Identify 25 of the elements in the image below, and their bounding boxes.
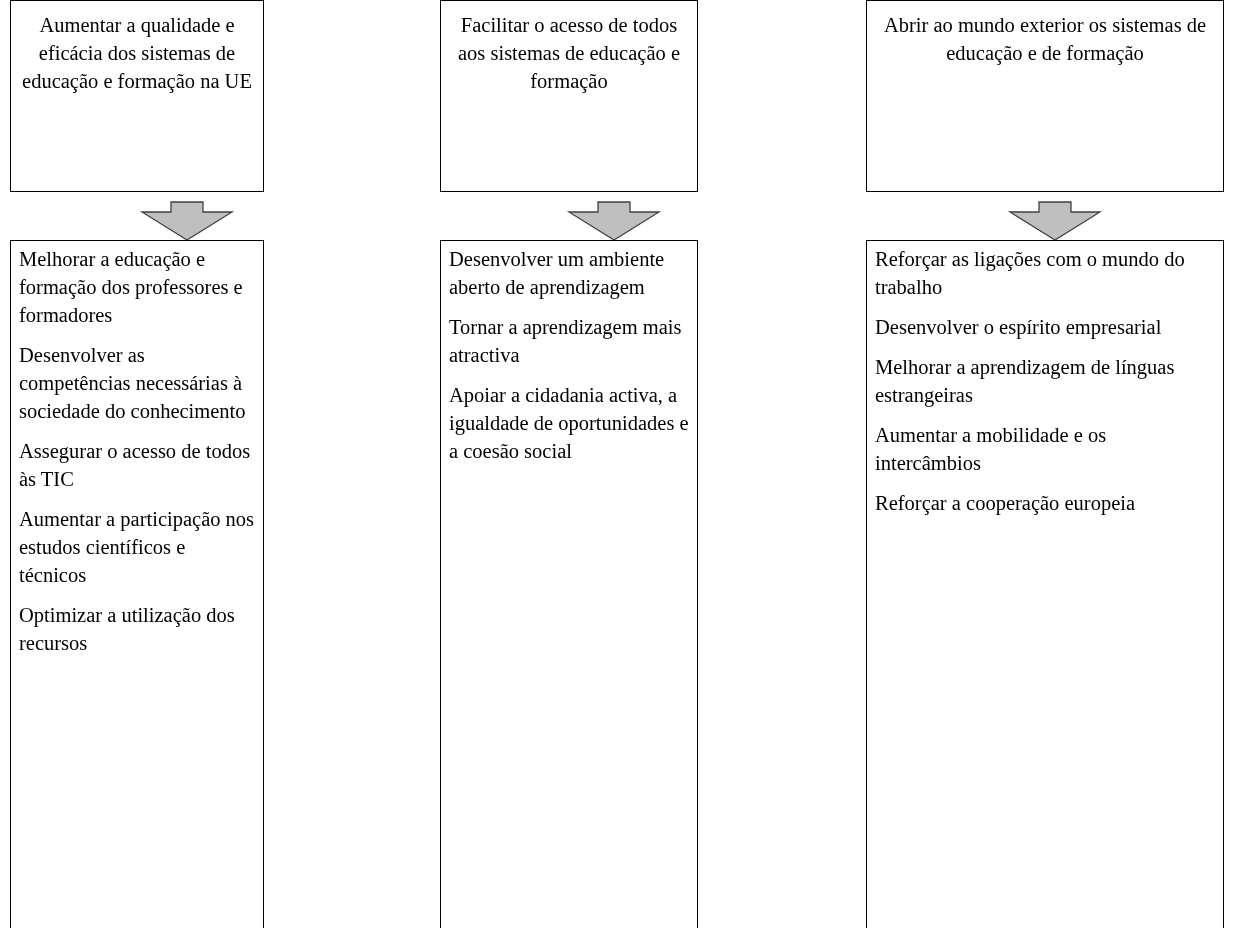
block-arrow [1007,201,1103,241]
action-list-box [440,240,698,928]
action-text: Apoiar a cidadania activa, a igualdade de oportunidades e a coesão social [449,383,689,464]
action-text: Desenvolver o espírito empresarial [875,315,1163,341]
action-text: Optimizar a utilização dos recursos [19,603,236,656]
action-text: Melhorar a educação e formação dos professores e formadores [19,247,244,328]
block-arrow [566,201,662,241]
objective-text: Abrir ao mundo exterior os sistemas de educação e de formação [883,14,1207,64]
action-text: Reforçar as ligações com o mundo do trabalho [875,247,1186,300]
objective-box [10,0,264,192]
action-text: Tornar a aprendizagem mais atractiva [449,315,683,368]
objective-box [866,0,1224,192]
action-text: Melhorar a aprendizagem de línguas estrangeiras [875,355,1176,409]
action-text: Aumentar a participação nos estudos científicos e técnicos [19,507,255,588]
block-arrow [139,201,235,241]
action-text: Assegurar o acesso de todos às TIC [19,439,252,492]
action-list-box [866,240,1224,928]
action-text: Aumentar a mobilidade e os intercâmbios [875,423,1108,476]
action-text: Desenvolver as competências necessárias à sociedade do conhecimento [19,343,247,424]
action-text: Desenvolver um ambiente aberto de aprendizagem [449,247,666,301]
objective-text: Facilitar o acesso de todos aos sistemas de educação e formação [458,14,680,92]
objective-text: Aumentar a qualidade e eficácia dos sistemas de educação e formação na UE [22,14,252,92]
objective-box [440,0,698,192]
action-text: Reforçar a cooperação europeia [875,491,1137,517]
action-list-box [10,240,264,928]
